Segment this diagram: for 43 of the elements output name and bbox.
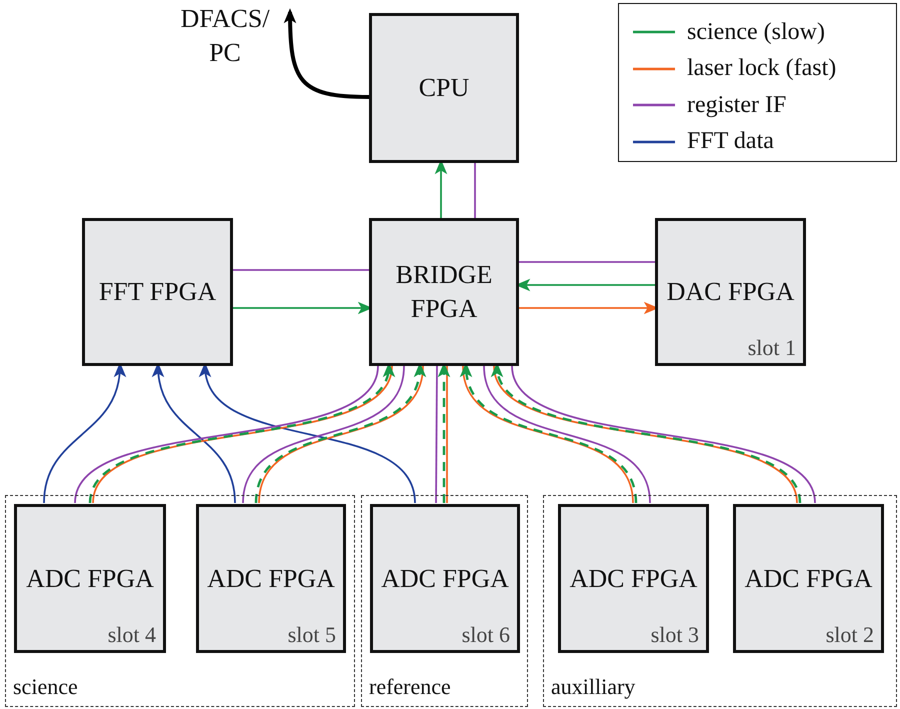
- fpga-block: [370, 504, 520, 653]
- slot-label: slot 6: [462, 622, 510, 648]
- fpga-block: [558, 504, 709, 653]
- slot-group-frame: [543, 495, 897, 707]
- group-label: reference: [369, 674, 451, 700]
- connector-line: [519, 261, 655, 263]
- connector-line: [435, 366, 438, 503]
- slot-group-frame: [5, 495, 355, 707]
- fpga-block: [82, 218, 233, 366]
- connector-line: [483, 366, 651, 504]
- fpga-block: [655, 218, 806, 366]
- slot-label: slot 2: [826, 622, 874, 648]
- connector-line: [233, 269, 369, 271]
- block-label: ADC FPGA: [744, 562, 874, 595]
- block-label: ADC FPGA: [568, 562, 698, 595]
- legend-label: FFT data: [687, 128, 774, 156]
- fpga-block: [196, 504, 346, 653]
- slot-label: slot 5: [288, 622, 336, 648]
- legend-label: laser lock (fast): [687, 55, 836, 82]
- connector-line: [446, 366, 448, 503]
- fpga-block: [14, 504, 166, 653]
- connector-line: [474, 163, 476, 218]
- block-label: FFT FPGA: [98, 276, 218, 308]
- slot-group-frame: [361, 495, 528, 707]
- destination-label: DFACS/ PC: [179, 3, 271, 69]
- slot-label: slot 1: [748, 335, 796, 361]
- block-label: ADC FPGA: [25, 562, 155, 595]
- group-label: auxilliary: [551, 674, 636, 700]
- block-label: BRIDGE FPGA: [394, 259, 494, 325]
- arrow: [284, 8, 370, 99]
- legend-label: register IF: [687, 92, 786, 119]
- connector-line: [242, 366, 405, 504]
- block-label: DAC FPGA: [666, 276, 796, 308]
- block-label: CPU: [418, 72, 470, 104]
- block-label: ADC FPGA: [206, 562, 336, 595]
- legend-label: science (slow): [687, 18, 825, 46]
- fpga-block: [369, 13, 519, 163]
- fpga-block: [369, 218, 519, 366]
- slot-label: slot 3: [650, 622, 699, 648]
- group-label: science: [13, 674, 78, 700]
- fpga-block: [733, 504, 884, 653]
- slot-label: slot 4: [108, 622, 156, 648]
- block-label: ADC FPGA: [380, 562, 510, 595]
